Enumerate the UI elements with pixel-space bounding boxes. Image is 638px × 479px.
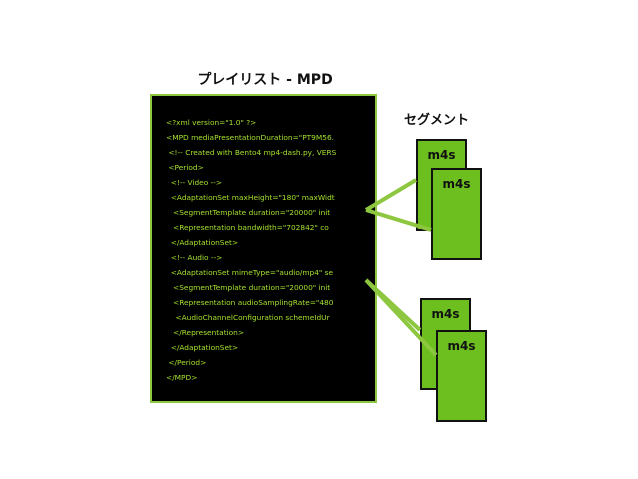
- segment-label: m4s: [447, 339, 476, 353]
- mpd-line: <AudioChannelConfiguration schemeIdUr: [166, 313, 330, 322]
- segment-label: m4s: [427, 148, 456, 162]
- playlist-title: プレイリスト - MPD: [197, 72, 333, 88]
- mpd-line: <!-- Video -->: [166, 178, 223, 187]
- mpd-line: <!-- Created with Bento4 mp4-dash.py, VE…: [166, 148, 337, 157]
- mpd-line: <AdaptationSet mimeType="audio/mp4" se: [166, 268, 334, 277]
- audio-segment-2: m4s: [436, 330, 487, 422]
- video-segment-2: m4s: [431, 168, 482, 260]
- mpd-line: <SegmentTemplate duration="20000" init: [166, 283, 331, 292]
- video-connector-line: [365, 208, 432, 232]
- mpd-line: <MPD mediaPresentationDuration="PT9M56.: [166, 133, 334, 142]
- video-connector-line: [364, 178, 418, 212]
- mpd-line: <AdaptationSet maxHeight="180" maxWidt: [166, 193, 335, 202]
- mpd-line: <SegmentTemplate duration="20000" init: [166, 208, 331, 217]
- mpd-line: </AdaptationSet>: [166, 238, 239, 247]
- segment-label: m4s: [431, 307, 460, 321]
- mpd-line: <Representation bandwidth="702842" co: [166, 223, 329, 232]
- mpd-line: </MPD>: [166, 373, 198, 382]
- mpd-line: </Representation>: [166, 328, 245, 337]
- mpd-line: </AdaptationSet>: [166, 343, 239, 352]
- audio-connector-line: [364, 278, 438, 357]
- mpd-line: <?xml version="1.0" ?>: [166, 118, 257, 127]
- mpd-line: <Representation audioSamplingRate="480: [166, 298, 334, 307]
- segment-label: m4s: [442, 177, 471, 191]
- mpd-code-panel: <?xml version="1.0" ?> <MPD mediaPresent…: [150, 94, 377, 403]
- segments-title: セグメント: [404, 113, 470, 128]
- mpd-line: <Period>: [166, 163, 204, 172]
- mpd-line: <!-- Audio -->: [166, 253, 223, 262]
- mpd-line: </Period>: [166, 358, 207, 367]
